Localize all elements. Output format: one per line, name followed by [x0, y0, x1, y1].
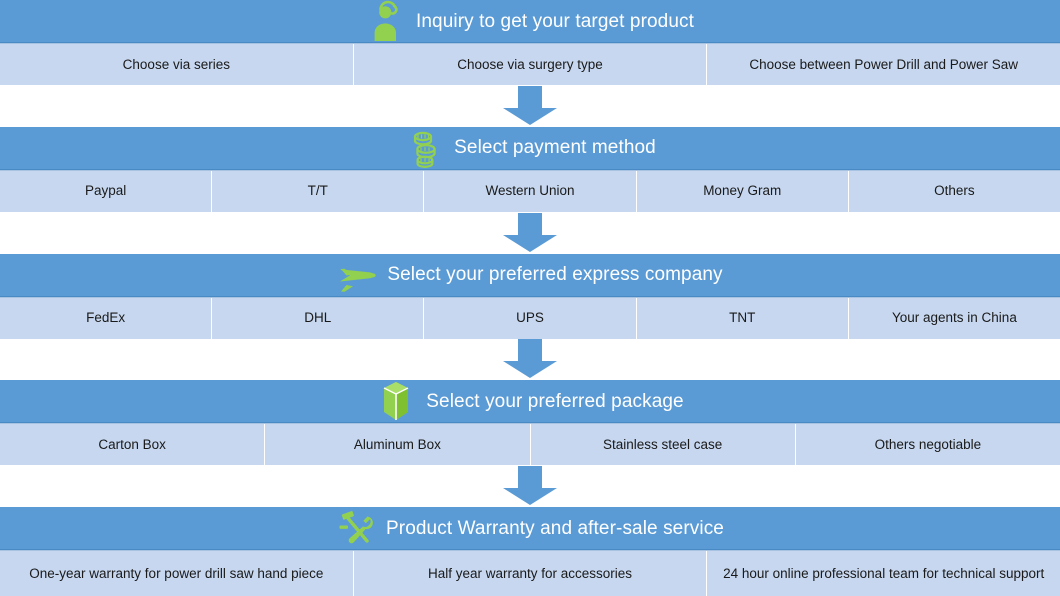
option-paypal[interactable]: Paypal [0, 170, 213, 212]
stage-title-package: Select your preferred package [426, 390, 684, 412]
option-others[interactable]: Others [934, 183, 975, 199]
stage-title-warranty: Product Warranty and after-sale service [386, 517, 724, 539]
option-stainless-steel-case[interactable]: Stainless steel case [531, 424, 796, 466]
stage-header-payment: Select payment method [0, 126, 1060, 170]
stage-warranty: Product Warranty and after-sale service … [0, 507, 1060, 596]
option-tnt[interactable]: TNT [637, 297, 849, 339]
stage-title-express: Select your preferred express company [387, 264, 723, 285]
option-one-year-warranty-hand-piece[interactable]: One-year warranty for power drill saw ha… [0, 551, 354, 596]
connector-4 [0, 465, 1060, 507]
stage-express: Select your preferred express company Fe… [0, 253, 1060, 339]
option-ups[interactable]: UPS [424, 297, 637, 339]
connector-1 [0, 85, 1060, 127]
stage-title-payment: Select payment method [454, 137, 656, 159]
option-24-hour-online-support[interactable]: 24 hour online professional team for tec… [723, 565, 1045, 581]
option-others-negotiable[interactable]: Others negotiable [874, 436, 982, 452]
option-choose-via-series[interactable]: Choose via series [0, 44, 354, 85]
connector-2 [0, 211, 1060, 254]
stage-header-express: Select your preferred express company [0, 253, 1060, 297]
arrow-down-icon [503, 212, 557, 252]
option-half-year-warranty-accessories[interactable]: Half year warranty for accessories [354, 551, 708, 596]
airplane-icon [337, 254, 377, 296]
option-choose-power-drill-or-saw[interactable]: Choose between Power Drill and Power Saw [749, 56, 1018, 72]
coins-icon [404, 127, 444, 169]
stage-inquiry: Inquiry to get your target product Choos… [0, 0, 1060, 85]
headset-person-icon [366, 0, 406, 42]
hammer-wrench-icon [336, 507, 376, 549]
stage-header-warranty: Product Warranty and after-sale service [0, 507, 1060, 550]
option-dhl[interactable]: DHL [212, 297, 425, 339]
arrow-down-icon [503, 466, 557, 506]
option-your-agents-in-china[interactable]: Your agents in China [891, 310, 1017, 326]
options-warranty: One-year warranty for power drill saw ha… [0, 550, 1060, 596]
option-aluminum-box[interactable]: Aluminum Box [265, 424, 531, 466]
stage-package: Select your preferred package Carton Box… [0, 380, 1060, 466]
stage-payment: Select payment method Paypal T/T Western… [0, 126, 1060, 212]
arrow-down-icon [503, 85, 557, 125]
option-carton-box[interactable]: Carton Box [0, 424, 266, 466]
options-package: Carton Box Aluminum Box Stainless steel … [0, 423, 1060, 466]
box-icon [376, 380, 416, 422]
connector-3 [0, 338, 1060, 381]
stage-title-inquiry: Inquiry to get your target product [416, 10, 694, 32]
arrow-down-icon [503, 339, 557, 379]
options-inquiry: Choose via series Choose via surgery typ… [0, 43, 1060, 85]
stage-header-inquiry: Inquiry to get your target product [0, 0, 1060, 43]
option-western-union[interactable]: Western Union [424, 170, 637, 212]
stage-header-package: Select your preferred package [0, 380, 1060, 424]
options-payment: Paypal T/T Western Union Money Gram Othe… [0, 169, 1060, 212]
option-tt[interactable]: T/T [212, 170, 425, 212]
option-fedex[interactable]: FedEx [0, 297, 213, 339]
options-express: FedEx DHL UPS TNT Your agents in China [0, 296, 1060, 339]
option-money-gram[interactable]: Money Gram [637, 170, 849, 212]
option-choose-via-surgery-type[interactable]: Choose via surgery type [354, 44, 708, 85]
